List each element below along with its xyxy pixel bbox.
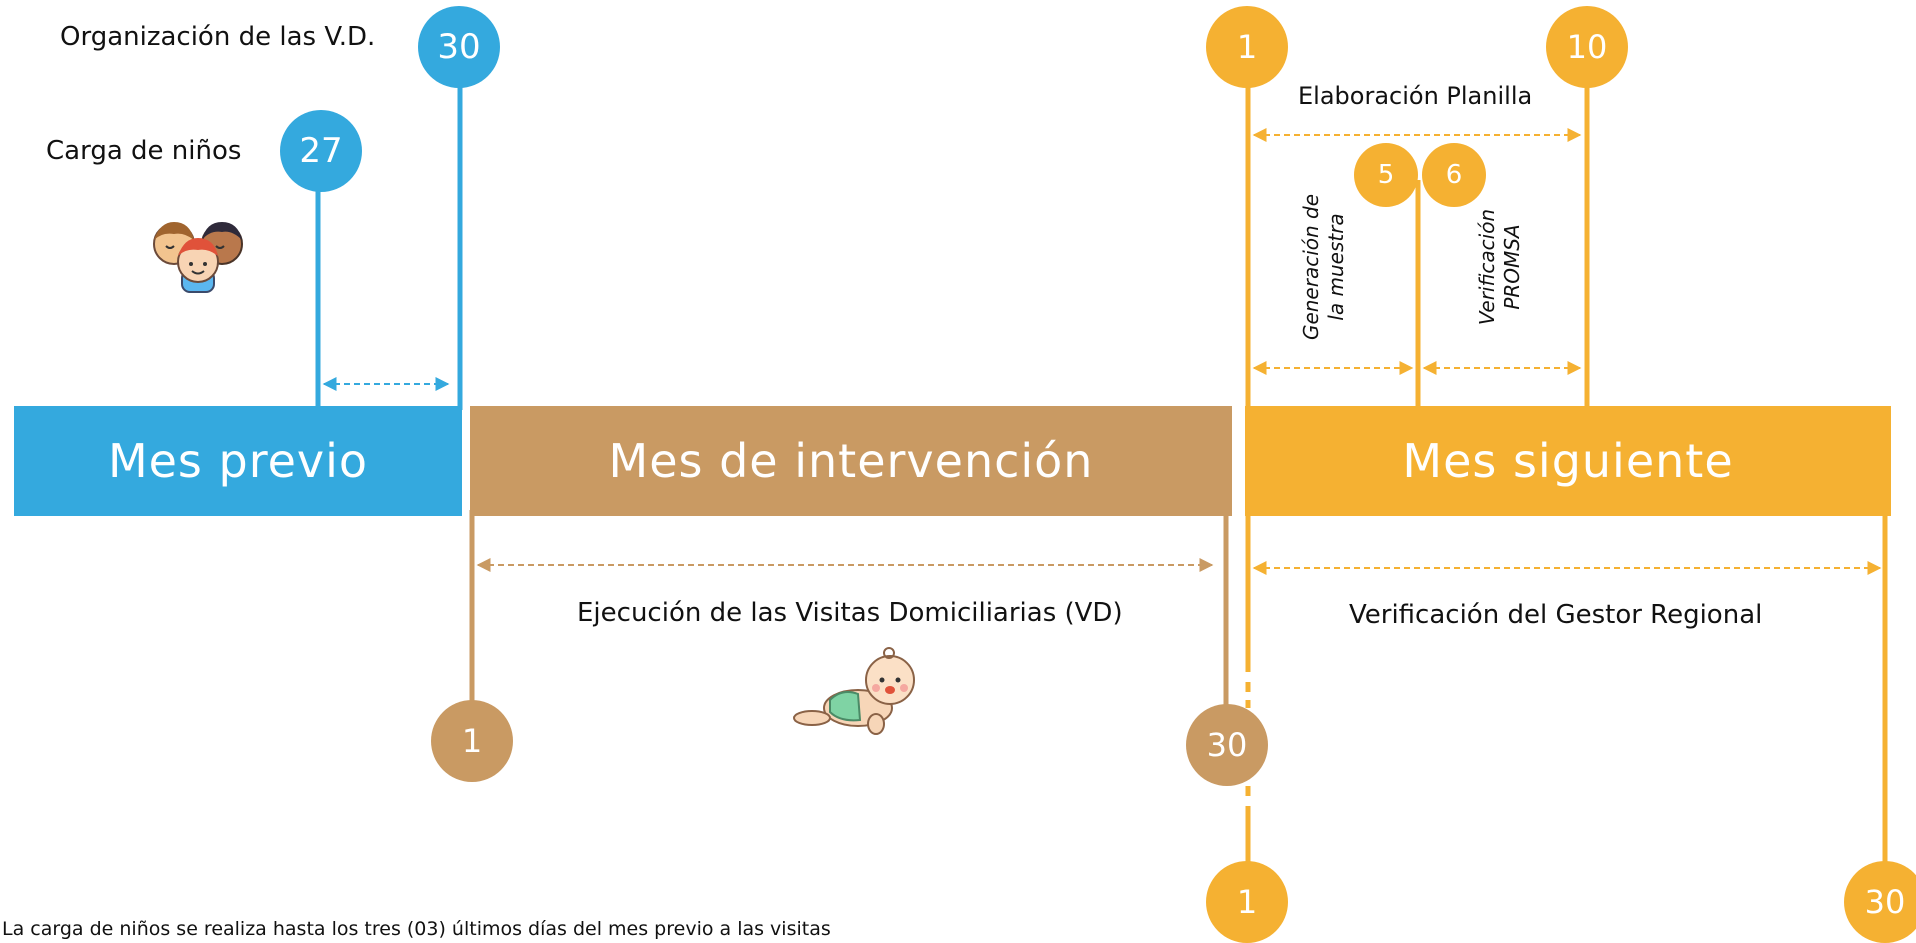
band-intervention-label: Mes de intervención: [608, 434, 1094, 488]
band-next-month: Mes siguiente: [1245, 406, 1891, 516]
label-promsa-verification: Verificación PROMSA: [1475, 208, 1524, 326]
node-next-bottom-1: 1: [1206, 861, 1288, 943]
children-group-icon: [153, 222, 243, 293]
node-next-bottom-30: 30: [1844, 861, 1916, 943]
node-prev-27: 27: [280, 110, 362, 192]
node-next-5: 5: [1354, 143, 1418, 207]
node-next-top-10: 10: [1546, 6, 1628, 88]
label-regional-verification: Verificación del Gestor Regional: [1349, 600, 1763, 630]
band-previous-month: Mes previo: [14, 406, 462, 516]
label-child-load: Carga de niños: [46, 136, 242, 166]
band-intervention-month: Mes de intervención: [470, 406, 1232, 516]
band-previous-label: Mes previo: [107, 434, 369, 488]
band-next-label: Mes siguiente: [1402, 434, 1734, 488]
node-int-1: 1: [431, 700, 513, 782]
crawling-baby-icon: [793, 647, 915, 735]
node-prev-30: 30: [418, 6, 500, 88]
label-sheet-preparation: Elaboración Planilla: [1298, 82, 1533, 110]
label-execution: Ejecución de las Visitas Domiciliarias (…: [577, 598, 1123, 628]
node-next-6: 6: [1422, 143, 1486, 207]
node-int-30: 30: [1186, 704, 1268, 786]
footnote: La carga de niños se realiza hasta los t…: [2, 918, 831, 940]
label-organization: Organización de las V.D.: [60, 22, 376, 52]
label-sample-generation: Generación de la muestra: [1299, 193, 1348, 341]
node-next-top-1: 1: [1206, 6, 1288, 88]
